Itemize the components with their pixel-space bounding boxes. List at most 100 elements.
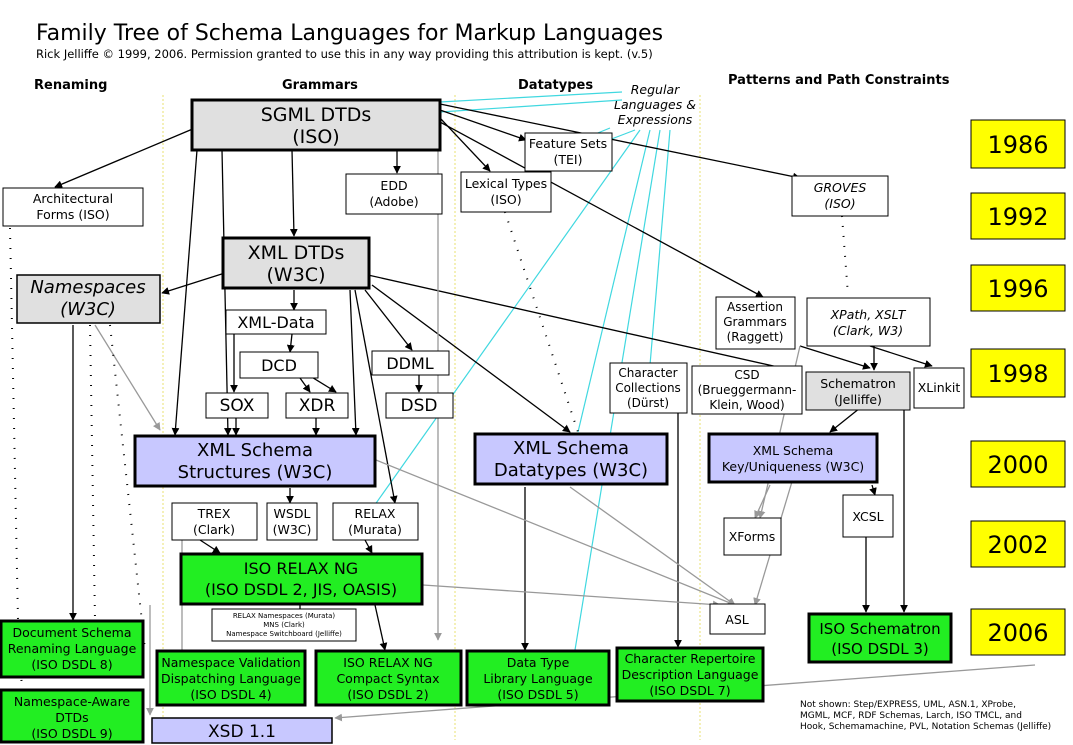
regex-label-line: Languages & [614, 97, 696, 112]
year-label: 2006 [987, 619, 1048, 647]
svg-text:XML Schema: XML Schema [513, 438, 629, 459]
year-label: 1998 [987, 360, 1048, 388]
year-box [970, 608, 1066, 656]
svg-text:Collections: Collections [615, 381, 681, 395]
svg-text:ISO RELAX NG: ISO RELAX NG [244, 559, 358, 578]
arrows [54, 103, 933, 651]
svg-text:Compact Syntax: Compact Syntax [336, 671, 439, 686]
node-asl: ASL [709, 603, 766, 635]
svg-text:(Clark): (Clark) [193, 522, 235, 537]
column-heading-grammars: Grammars [282, 78, 358, 93]
svg-text:XML DTDs: XML DTDs [248, 242, 345, 264]
node-xlinkit: XLinkit [913, 367, 965, 409]
node-xml-schema-key: XML Schema Key/Uniqueness (W3C) [707, 432, 879, 484]
svg-text:XCSL: XCSL [852, 509, 883, 524]
svg-text:Library Language: Library Language [483, 671, 593, 686]
svg-text:ISO RELAX NG: ISO RELAX NG [343, 655, 432, 670]
not-shown-note: Not shown: Step/EXPRESS, UML, ASN.1, XPr… [800, 700, 1051, 732]
svg-text:ASL: ASL [725, 612, 748, 627]
svg-text:XForms: XForms [729, 529, 776, 544]
node-relax: RELAX (Murata) [332, 502, 419, 541]
svg-text:XML Schema: XML Schema [197, 440, 313, 461]
svg-text:DDML: DDML [386, 354, 433, 373]
svg-text:XPath, XSLT: XPath, XSLT [830, 307, 907, 322]
svg-text:Description Language: Description Language [622, 667, 759, 682]
node-character-collections: Character Collections (Dürst) [609, 362, 688, 414]
svg-text:Assertion: Assertion [727, 300, 783, 314]
svg-text:Forms (ISO): Forms (ISO) [36, 207, 109, 222]
year-box [970, 520, 1066, 568]
svg-text:Klein, Wood): Klein, Wood) [709, 398, 784, 412]
node-dcd: DCD [239, 351, 319, 379]
node-lexical-types: Lexical Types (ISO) [460, 171, 552, 213]
node-xcsl: XCSL [842, 494, 894, 538]
svg-text:GROVES: GROVES [814, 180, 867, 195]
svg-text:Namespace-Aware: Namespace-Aware [14, 694, 131, 709]
node-dtll: Data Type Library Language (ISO DSDL 5) [465, 649, 611, 707]
node-schematron: Schematron (Jelliffe) [805, 371, 911, 411]
node-iso-schematron: ISO Schematron (ISO DSDL 3) [807, 612, 953, 664]
svg-text:Namespace Switchboard (Jelliff: Namespace Switchboard (Jelliffe) [226, 630, 342, 638]
svg-text:Architectural: Architectural [33, 191, 113, 206]
svg-text:(ISO DSDL 2): (ISO DSDL 2) [347, 687, 428, 702]
node-dsrl: Document Schema Renaming Language (ISO D… [0, 619, 145, 679]
svg-text:(W3C): (W3C) [273, 522, 312, 537]
svg-text:WSDL: WSDL [274, 506, 311, 521]
svg-text:Key/Uniqueness (W3C): Key/Uniqueness (W3C) [722, 459, 864, 474]
svg-text:(Dürst): (Dürst) [627, 396, 669, 410]
node-ddml: DDML [371, 350, 450, 376]
svg-text:(Jelliffe): (Jelliffe) [834, 392, 882, 407]
svg-text:(ISO DSDL 9): (ISO DSDL 9) [31, 726, 112, 741]
svg-text:(TEI): (TEI) [554, 152, 583, 167]
node-csd: CSD (Brueggermann- Klein, Wood) [691, 365, 803, 415]
regex-label-line: Expressions [618, 112, 693, 127]
node-xml-dtds: XML DTDs (W3C) [221, 236, 371, 290]
node-relax-namespaces: RELAX Namespaces (Murata) MNS (Clark) Na… [211, 608, 357, 642]
svg-text:XML Schema: XML Schema [753, 443, 834, 458]
svg-text:(ISO DSDL 2, JIS, OASIS): (ISO DSDL 2, JIS, OASIS) [205, 580, 397, 599]
svg-text:TREX: TREX [197, 506, 231, 521]
svg-text:Namespace Validation: Namespace Validation [161, 655, 300, 670]
not-shown-line: MGML, MCF, RDF Schemas, Larch, ISO TMCL,… [800, 711, 1022, 721]
svg-text:(ISO DSDL 4): (ISO DSDL 4) [190, 687, 271, 702]
svg-text:(ISO DSDL 5): (ISO DSDL 5) [497, 687, 578, 702]
svg-text:(ISO): (ISO) [292, 126, 339, 148]
column-guides [162, 95, 701, 740]
svg-text:Character Repertoire: Character Repertoire [625, 651, 756, 666]
node-xml-schema-datatypes: XML Schema Datatypes (W3C) [473, 432, 669, 486]
svg-text:XML-Data: XML-Data [237, 313, 314, 332]
svg-text:Grammars: Grammars [723, 315, 787, 329]
svg-text:DTDs: DTDs [55, 710, 88, 725]
node-sgml-dtds: SGML DTDs (ISO) [190, 98, 442, 152]
svg-text:(W3C): (W3C) [60, 299, 116, 320]
node-wsdl: WSDL (W3C) [266, 502, 318, 541]
year-box [970, 119, 1066, 169]
svg-text:(Murata): (Murata) [348, 522, 402, 537]
node-namespace-aware-dtds: Namespace-Aware DTDs (ISO DSDL 9) [0, 688, 145, 744]
svg-text:(ISO DSDL 7): (ISO DSDL 7) [649, 683, 730, 698]
node-iso-relax-ng: ISO RELAX NG (ISO DSDL 2, JIS, OASIS) [179, 552, 424, 606]
node-trex: TREX (Clark) [171, 502, 258, 541]
svg-text:XSD 1.1: XSD 1.1 [208, 722, 276, 742]
node-crdl: Character Repertoire Description Languag… [615, 646, 765, 703]
column-heading-renaming: Renaming [34, 78, 107, 93]
year-column: 1986 1992 1996 1998 2000 2002 2006 [970, 119, 1066, 656]
node-namespaces: Namespaces (W3C) [16, 274, 161, 324]
svg-text:RELAX: RELAX [355, 506, 396, 521]
svg-text:(Brueggermann-: (Brueggermann- [698, 383, 797, 397]
node-xml-schema-structures: XML Schema Structures (W3C) [133, 434, 377, 488]
year-label: 1986 [987, 131, 1048, 159]
node-xdr: XDR [285, 392, 349, 419]
svg-text:Dispatching Language: Dispatching Language [161, 671, 301, 686]
svg-text:CSD: CSD [734, 368, 759, 382]
regex-label-line: Regular [631, 82, 680, 97]
node-rng-compact: ISO RELAX NG Compact Syntax (ISO DSDL 2) [314, 649, 463, 707]
svg-text:(Raggett): (Raggett) [727, 330, 784, 344]
svg-text:Lexical Types: Lexical Types [465, 176, 547, 191]
svg-text:XLinkit: XLinkit [918, 380, 961, 395]
node-architectural-forms: Architectural Forms (ISO) [2, 187, 144, 227]
node-nvdl: Namespace Validation Dispatching Languag… [155, 649, 307, 707]
year-box [970, 348, 1066, 398]
svg-text:XDR: XDR [299, 396, 336, 416]
